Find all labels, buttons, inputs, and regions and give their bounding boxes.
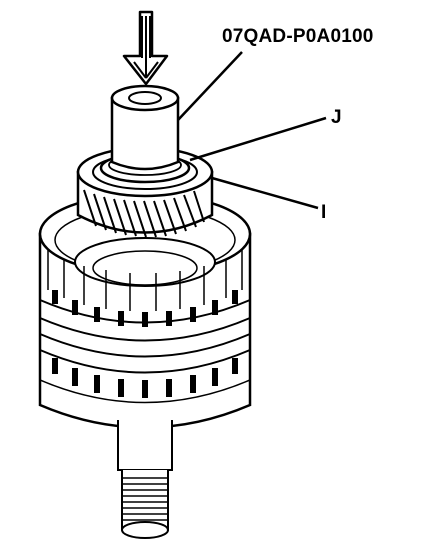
tool-number-label: 07QAD-P0A0100 <box>222 26 374 47</box>
output-shaft <box>117 420 173 539</box>
leader-lines <box>177 51 327 210</box>
leader-line-j <box>189 116 327 162</box>
leader-line-tool <box>177 51 243 121</box>
part-label-i: I <box>321 202 327 223</box>
special-tool-tube <box>110 84 180 171</box>
leader-line-i <box>211 176 319 210</box>
part-label-j: J <box>331 107 342 128</box>
press-arrow-icon <box>122 10 169 86</box>
